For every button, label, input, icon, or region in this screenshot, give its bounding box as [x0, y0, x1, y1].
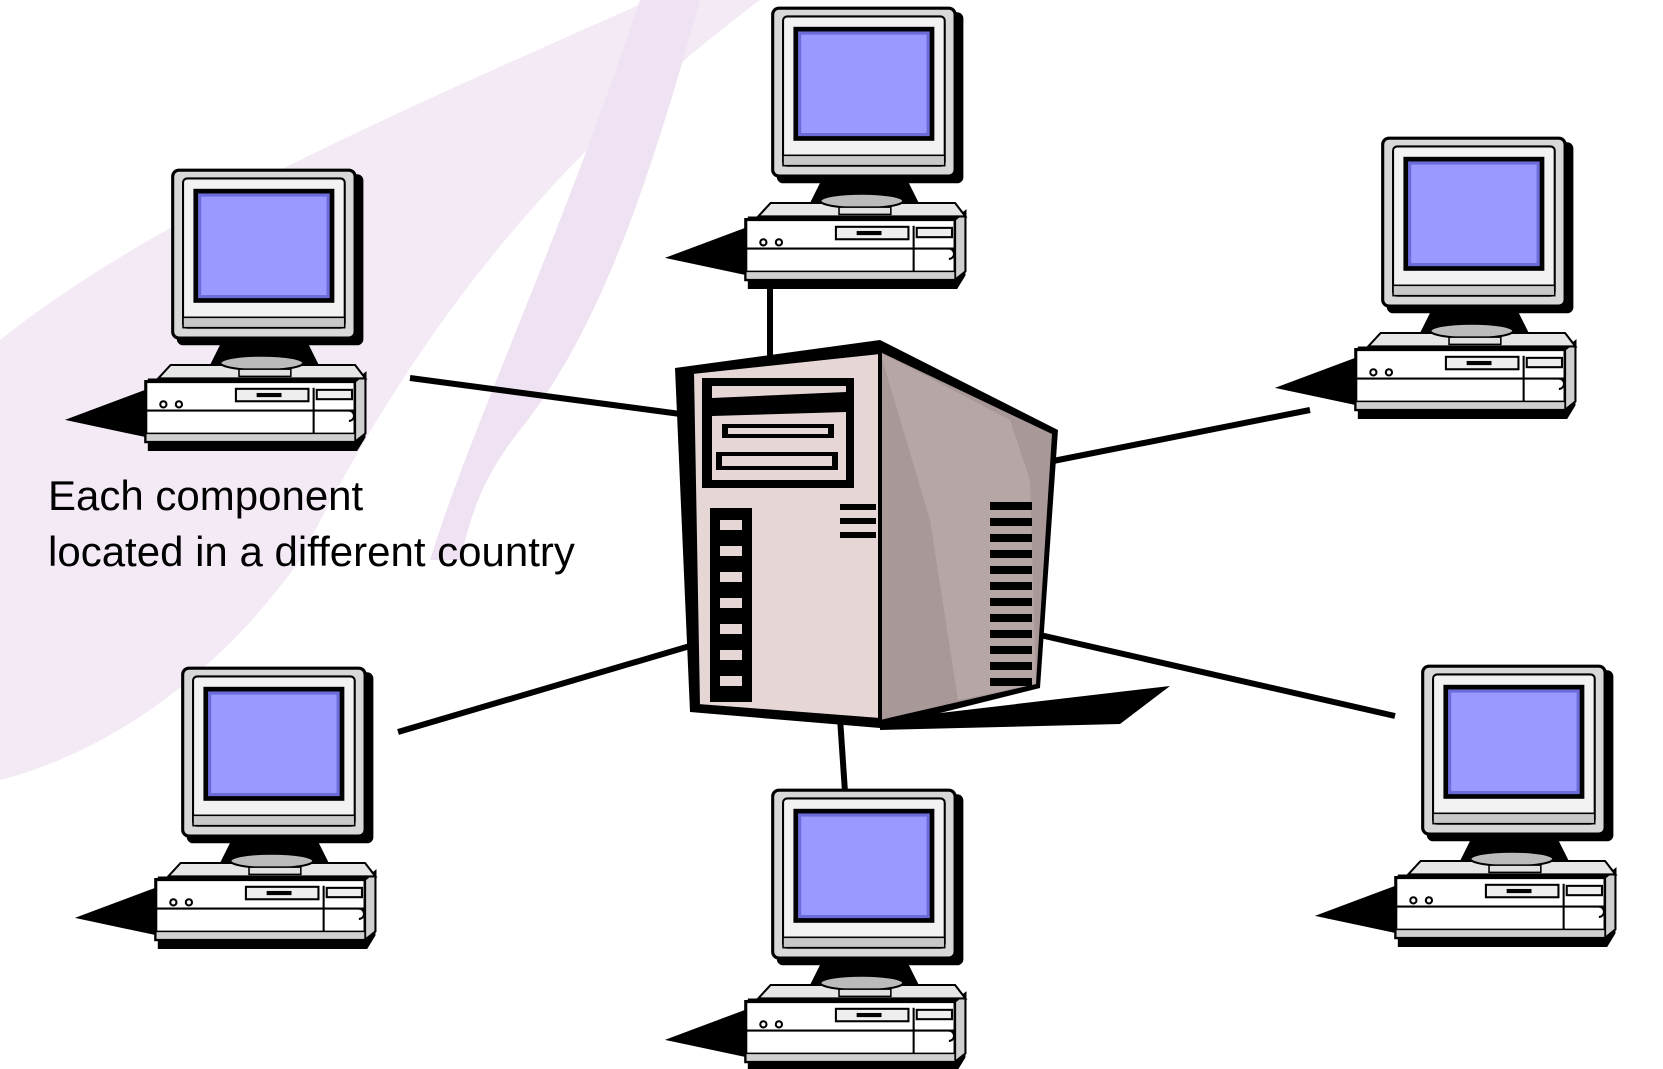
caption-text: Each component located in a different co… [48, 468, 575, 580]
background-swoosh [0, 0, 760, 780]
link-client-bottom-right [1039, 632, 1396, 719]
link-client-bottom [837, 717, 848, 793]
caption-line-1: Each component [48, 472, 364, 519]
server-tower-icon [675, 340, 1170, 730]
client-top-computer-icon [665, 8, 966, 289]
link-client-bottom-left [397, 643, 691, 735]
background-swoosh-2 [430, 0, 700, 560]
caption-line-2: located in a different country [48, 528, 575, 575]
client-top-right-computer-icon [1275, 138, 1576, 419]
link-client-top-left [409, 375, 689, 418]
client-bottom-computer-icon [665, 790, 966, 1069]
link-client-top-right [1047, 407, 1311, 465]
connection-lines [397, 282, 1396, 793]
